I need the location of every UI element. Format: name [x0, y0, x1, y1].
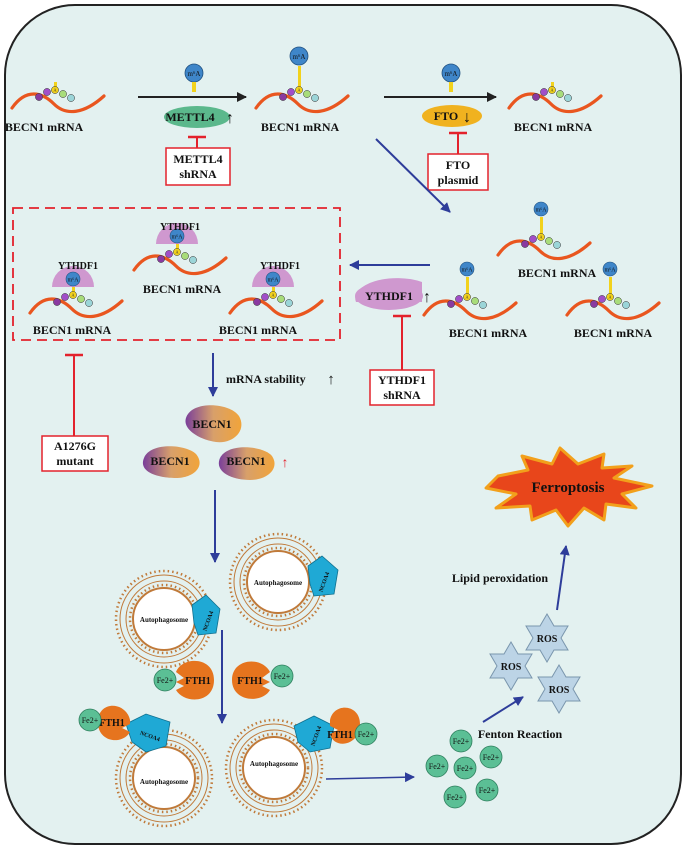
svg-text:ROS: ROS [537, 634, 558, 645]
fe-ion: Fe2+ [449, 729, 473, 753]
a1276g-group: A1276G mutant [41, 353, 109, 472]
bound-mrna-right [228, 266, 324, 319]
mrna-cluster-right [565, 261, 661, 321]
fe-ion: Fe2+ [475, 778, 499, 802]
mettl4-group: METTL4 ↑ METTL4 shRNA [138, 63, 247, 186]
fe-ion: Fe2+ [425, 754, 449, 778]
ros-star-2: ROS [489, 641, 533, 691]
svg-text:BECN1 mRNA: BECN1 mRNA [574, 326, 653, 340]
fth1-complex-right: NCOA4 FTH1 Fe2+ [293, 707, 378, 753]
svg-text:YTHDF1: YTHDF1 [58, 261, 98, 272]
mettl4-shrna-label: METTL4 [173, 152, 222, 166]
svg-text:Fe2+: Fe2+ [274, 672, 291, 681]
svg-text:YTHDF1: YTHDF1 [260, 261, 300, 272]
fe-ion: Fe2+ [453, 756, 477, 780]
autophagosome-3: Autophagosome [114, 728, 214, 828]
mrna-top-middle [254, 46, 350, 114]
fth1-fe-right: FTH1 Fe2+ [232, 661, 294, 699]
becn1-protein-left: BECN1 [142, 446, 200, 478]
mrna-stability-label: mRNA stability [226, 372, 306, 386]
svg-text:↑: ↑ [282, 456, 289, 471]
svg-text:Fe2+: Fe2+ [157, 676, 174, 685]
bound-mrna-top [132, 223, 228, 276]
svg-text:BECN1 mRNA: BECN1 mRNA [261, 120, 340, 134]
svg-text:BECN1 mRNA: BECN1 mRNA [518, 266, 597, 280]
svg-text:Autophagosome: Autophagosome [250, 760, 298, 768]
svg-text:FTH1: FTH1 [327, 730, 353, 741]
fth1-fe-left: Fe2+ FTH1 [153, 660, 214, 700]
svg-text:Fe2+: Fe2+ [457, 764, 474, 773]
ythdf1-bound-box [12, 207, 341, 341]
svg-text:Fe2+: Fe2+ [453, 737, 470, 746]
svg-text:Fe2+: Fe2+ [429, 762, 446, 771]
ferroptosis-label: Ferroptosis [531, 480, 604, 496]
ythdf1-shrna-label: YTHDF1 [378, 373, 426, 387]
svg-text:↑: ↑ [327, 372, 335, 388]
fto-group: FTO ↓ FTO plasmid [384, 63, 497, 191]
svg-text:shRNA: shRNA [383, 388, 421, 402]
fto-plasmid-label: FTO [446, 158, 470, 172]
ros-star-1: ROS [525, 613, 569, 663]
svg-text:plasmid: plasmid [438, 173, 479, 187]
ferroptosis-burst: Ferroptosis [484, 446, 654, 528]
ythdf1-group: YTHDF1 ↑ YTHDF1 shRNA [349, 260, 435, 406]
ros-star-3: ROS [537, 664, 581, 714]
svg-text:Autophagosome: Autophagosome [140, 616, 188, 624]
svg-text:BECN1 mRNA: BECN1 mRNA [449, 326, 528, 340]
mrna-label: BECN1 mRNA [5, 120, 84, 134]
svg-text:↑: ↑ [226, 110, 234, 127]
svg-text:↑: ↑ [423, 289, 431, 306]
bound-mrna-left [28, 266, 124, 319]
svg-text:FTH1: FTH1 [99, 718, 125, 729]
svg-text:shRNA: shRNA [179, 167, 217, 181]
svg-text:Autophagosome: Autophagosome [254, 579, 302, 587]
svg-text:mutant: mutant [56, 454, 93, 468]
fe-ion: Fe2+ [479, 745, 503, 769]
svg-text:↓: ↓ [463, 109, 471, 126]
mrna-cluster-top [496, 201, 592, 261]
fenton-label: Fenton Reaction [478, 727, 563, 741]
svg-text:BECN1: BECN1 [150, 454, 189, 468]
svg-text:BECN1 mRNA: BECN1 mRNA [219, 323, 298, 337]
svg-text:FTH1: FTH1 [185, 676, 211, 687]
lipid-peroxidation-label: Lipid peroxidation [452, 571, 548, 585]
mrna-cluster-left [422, 261, 518, 321]
autophagosome-1: Autophagosome NCOA4 [114, 569, 221, 669]
svg-text:BECN1 mRNA: BECN1 mRNA [143, 282, 222, 296]
svg-text:Fe2+: Fe2+ [82, 716, 99, 725]
fe-cluster: Fe2+ Fe2+ Fe2+ Fe2+ Fe2+ Fe2+ [425, 729, 503, 809]
svg-text:Fe2+: Fe2+ [358, 730, 375, 739]
ythdf1-label: YTHDF1 [365, 289, 413, 303]
becn1-protein-top: BECN1 [185, 405, 242, 443]
svg-text:Fe2+: Fe2+ [479, 786, 496, 795]
svg-text:Autophagosome: Autophagosome [140, 778, 188, 786]
autophagosome-2: Autophagosome NCOA4 [228, 532, 339, 632]
fto-label: FTO [434, 109, 458, 123]
mettl4-label: METTL4 [165, 110, 214, 124]
a1276g-label: A1276G [54, 439, 96, 453]
fe-ion: Fe2+ [443, 785, 467, 809]
autophagosome-4: Autophagosome [224, 718, 324, 818]
svg-text:ROS: ROS [501, 662, 522, 673]
svg-text:BECN1: BECN1 [226, 454, 265, 468]
svg-text:YTHDF1: YTHDF1 [160, 222, 200, 233]
svg-text:BECN1: BECN1 [192, 417, 231, 431]
svg-text:BECN1 mRNA: BECN1 mRNA [33, 323, 112, 337]
svg-text:ROS: ROS [549, 685, 570, 696]
becn1-protein-right: BECN1 [218, 447, 275, 480]
svg-text:FTH1: FTH1 [237, 676, 263, 687]
svg-text:BECN1 mRNA: BECN1 mRNA [514, 120, 593, 134]
svg-text:Fe2+: Fe2+ [483, 753, 500, 762]
svg-text:Fe2+: Fe2+ [447, 793, 464, 802]
fth1-complex-left: NCOA4 FTH1 Fe2+ [78, 705, 171, 753]
